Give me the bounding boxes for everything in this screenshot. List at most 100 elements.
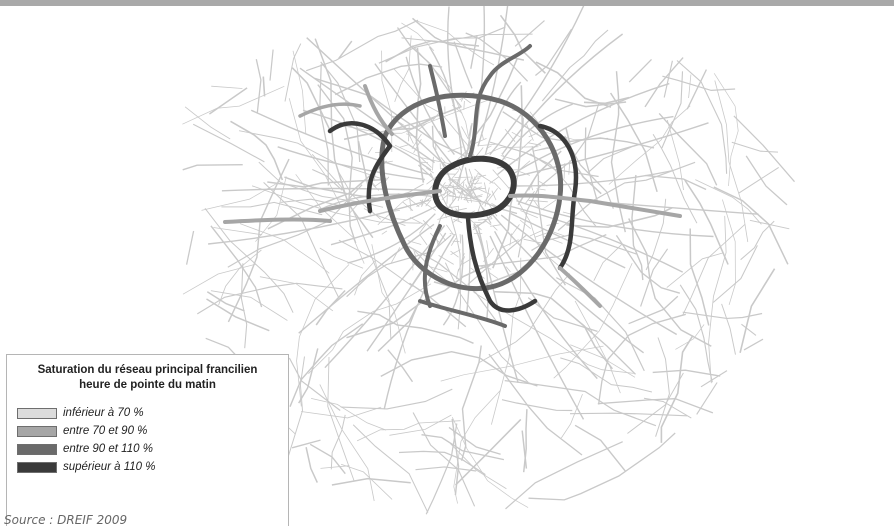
road-segment [211, 86, 242, 88]
urban-street [505, 129, 515, 142]
urban-street [453, 189, 454, 201]
road-segment [471, 35, 477, 69]
road-segment [228, 185, 362, 268]
road-segment [685, 180, 728, 265]
road-segment [609, 106, 690, 185]
road-segment [183, 264, 256, 294]
road-segment [627, 373, 683, 434]
road-segment [661, 336, 693, 443]
road-segment [515, 21, 544, 47]
road-segment [560, 358, 652, 392]
legend-title-line1: Saturation du réseau principal francilie… [15, 363, 280, 378]
road-segment [689, 75, 691, 99]
road-segment [715, 81, 748, 243]
urban-street [487, 240, 489, 254]
urban-street [488, 188, 498, 201]
road-segment [629, 59, 651, 82]
road-segment [306, 20, 418, 70]
urban-street [472, 183, 482, 184]
road-segment [501, 15, 546, 73]
road-segment [588, 147, 631, 172]
road-segment [575, 425, 625, 471]
radial-road [501, 215, 677, 334]
road-segment [353, 425, 428, 513]
legend-items: inférieur à 70 % entre 70 et 90 % entre … [17, 405, 288, 475]
road-segment [185, 107, 230, 139]
road-segment [241, 263, 246, 348]
road-segment [502, 400, 572, 411]
legend-label: inférieur à 70 % [63, 407, 144, 419]
road-segment [213, 228, 262, 235]
road-segment [310, 444, 345, 473]
urban-street [476, 148, 483, 157]
road-segment [741, 324, 756, 335]
source-note: Source : DREIF 2009 [4, 513, 127, 527]
urban-street [382, 231, 387, 234]
road-segment [744, 339, 763, 350]
legend-item-above-110: supérieur à 110 % [17, 459, 288, 475]
road-segment [687, 70, 706, 110]
legend-label: entre 90 et 110 % [63, 443, 153, 455]
road-segment [641, 249, 668, 307]
urban-street [439, 255, 454, 264]
road-segment [456, 419, 521, 485]
urban-street [446, 225, 453, 235]
urban-street [493, 226, 498, 231]
legend-label: supérieur à 110 % [63, 461, 155, 473]
legend-swatch [17, 444, 57, 455]
road-segment [667, 253, 723, 288]
road-segment [629, 219, 712, 347]
urban-street [455, 208, 467, 211]
map-legend: Saturation du réseau principal francilie… [6, 354, 289, 526]
road-segment [734, 116, 795, 182]
road-segment [732, 142, 778, 152]
urban-street [490, 225, 501, 227]
urban-street [433, 157, 434, 171]
road-segment [255, 177, 286, 242]
road-segment [680, 285, 712, 382]
road-segment [339, 41, 352, 59]
road-segment [558, 162, 695, 230]
road-segment [582, 324, 636, 375]
road-segment [316, 291, 345, 326]
road-segment [395, 36, 412, 102]
urban-street [420, 234, 428, 245]
road-segment [561, 394, 582, 438]
legend-item-below-70: inférieur à 70 % [17, 405, 288, 421]
road-segment [231, 121, 283, 180]
road-segment [746, 156, 787, 205]
road-segment [263, 77, 264, 97]
radial-road [500, 204, 683, 272]
road-segment [662, 76, 735, 90]
road-segment [379, 27, 506, 63]
urban-street [458, 256, 465, 272]
road-segment [722, 304, 736, 355]
road-segment [452, 417, 528, 507]
road-segment [645, 58, 683, 107]
road-segment [193, 124, 264, 162]
legend-label: entre 70 et 90 % [63, 425, 147, 437]
road-segment [256, 59, 261, 113]
road-segment [341, 389, 453, 409]
road-segment [260, 277, 333, 311]
urban-street [474, 187, 490, 195]
road-segment [187, 231, 194, 265]
urban-street [512, 132, 522, 138]
road-segment [332, 479, 411, 485]
legend-title: Saturation du réseau principal francilie… [15, 363, 280, 393]
road-segment [695, 180, 761, 225]
road-segment [489, 354, 582, 455]
urban-street [368, 147, 372, 154]
legend-title-line2: heure de pointe du matin [15, 378, 280, 393]
road-segment [292, 68, 331, 133]
urban-street [403, 202, 414, 211]
urban-street [529, 174, 537, 190]
road-segment [493, 85, 523, 268]
road-segment [594, 244, 623, 281]
urban-street [460, 234, 461, 243]
urban-street [484, 183, 486, 193]
road-segment [183, 165, 243, 170]
road-segment [321, 466, 350, 469]
urban-street [416, 197, 432, 207]
road-segment [293, 51, 306, 134]
